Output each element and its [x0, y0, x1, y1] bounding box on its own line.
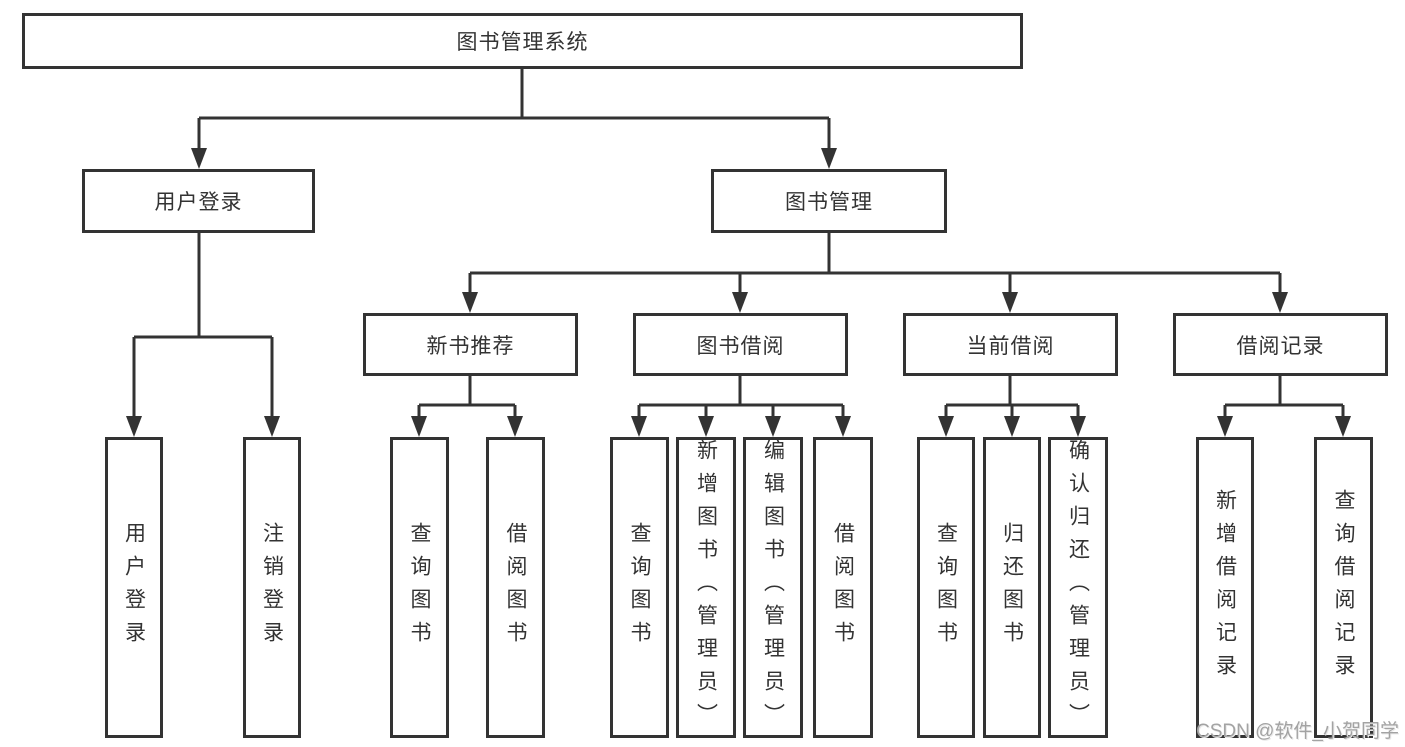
node-new-book-recommend: 新书推荐: [363, 313, 578, 376]
leaf-query-books-current: 查询图书: [917, 437, 975, 738]
node-label: 新书推荐: [426, 334, 515, 358]
node-book-management: 图书管理: [711, 169, 947, 233]
leaf-label: 用户登录: [122, 521, 146, 654]
leaf-label: 查询图书: [408, 521, 431, 654]
csdn-watermark: CSDN @软件_小贺同学: [1196, 721, 1399, 742]
node-library-management-system: 图书管理系统: [22, 13, 1023, 69]
node-book-borrowing: 图书借阅: [633, 313, 848, 376]
leaf-label: 查询图书: [628, 521, 651, 654]
node-user-login: 用户登录: [82, 169, 315, 233]
leaf-label: 新增借阅记录: [1213, 488, 1237, 687]
node-label: 当前借阅: [966, 334, 1055, 358]
leaf-confirm-return-admin: 确认归还（管理员）: [1048, 437, 1108, 738]
leaf-query-borrow-record: 查询借阅记录: [1314, 437, 1373, 738]
arrowheads: [126, 148, 1351, 437]
leaf-label: 归还图书: [1000, 521, 1024, 654]
leaf-label: 借阅图书: [831, 521, 855, 654]
leaf-borrow-books-recommend: 借阅图书: [486, 437, 545, 738]
leaf-logout: 注销登录: [243, 437, 301, 738]
leaf-return-books: 归还图书: [983, 437, 1041, 738]
leaf-user-login: 用户登录: [105, 437, 163, 738]
leaf-add-borrow-record: 新增借阅记录: [1196, 437, 1254, 738]
node-borrowing-records: 借阅记录: [1173, 313, 1388, 376]
node-label: 图书借阅: [696, 334, 785, 358]
leaf-label: 注销登录: [260, 521, 284, 654]
node-current-borrowing: 当前借阅: [903, 313, 1118, 376]
leaf-add-books-admin: 新增图书（管理员）: [676, 437, 736, 738]
leaf-label: 确认归还（管理员）: [1066, 439, 1090, 736]
leaf-query-books-borrowing: 查询图书: [610, 437, 669, 738]
node-label: 借阅记录: [1236, 334, 1325, 358]
leaf-borrow-books-borrowing: 借阅图书: [813, 437, 873, 738]
leaf-label: 新增图书（管理员）: [694, 439, 718, 736]
leaf-label: 编辑图书（管理员）: [761, 439, 785, 736]
node-label: 用户登录: [154, 191, 243, 214]
node-label: 图书管理系统: [456, 31, 589, 54]
node-label: 图书管理: [785, 191, 873, 214]
leaf-edit-books-admin: 编辑图书（管理员）: [743, 437, 803, 738]
leaf-label: 借阅图书: [504, 521, 527, 654]
leaf-query-books-recommend: 查询图书: [390, 437, 449, 738]
leaf-label: 查询借阅记录: [1332, 488, 1355, 687]
leaf-label: 查询图书: [934, 521, 958, 654]
